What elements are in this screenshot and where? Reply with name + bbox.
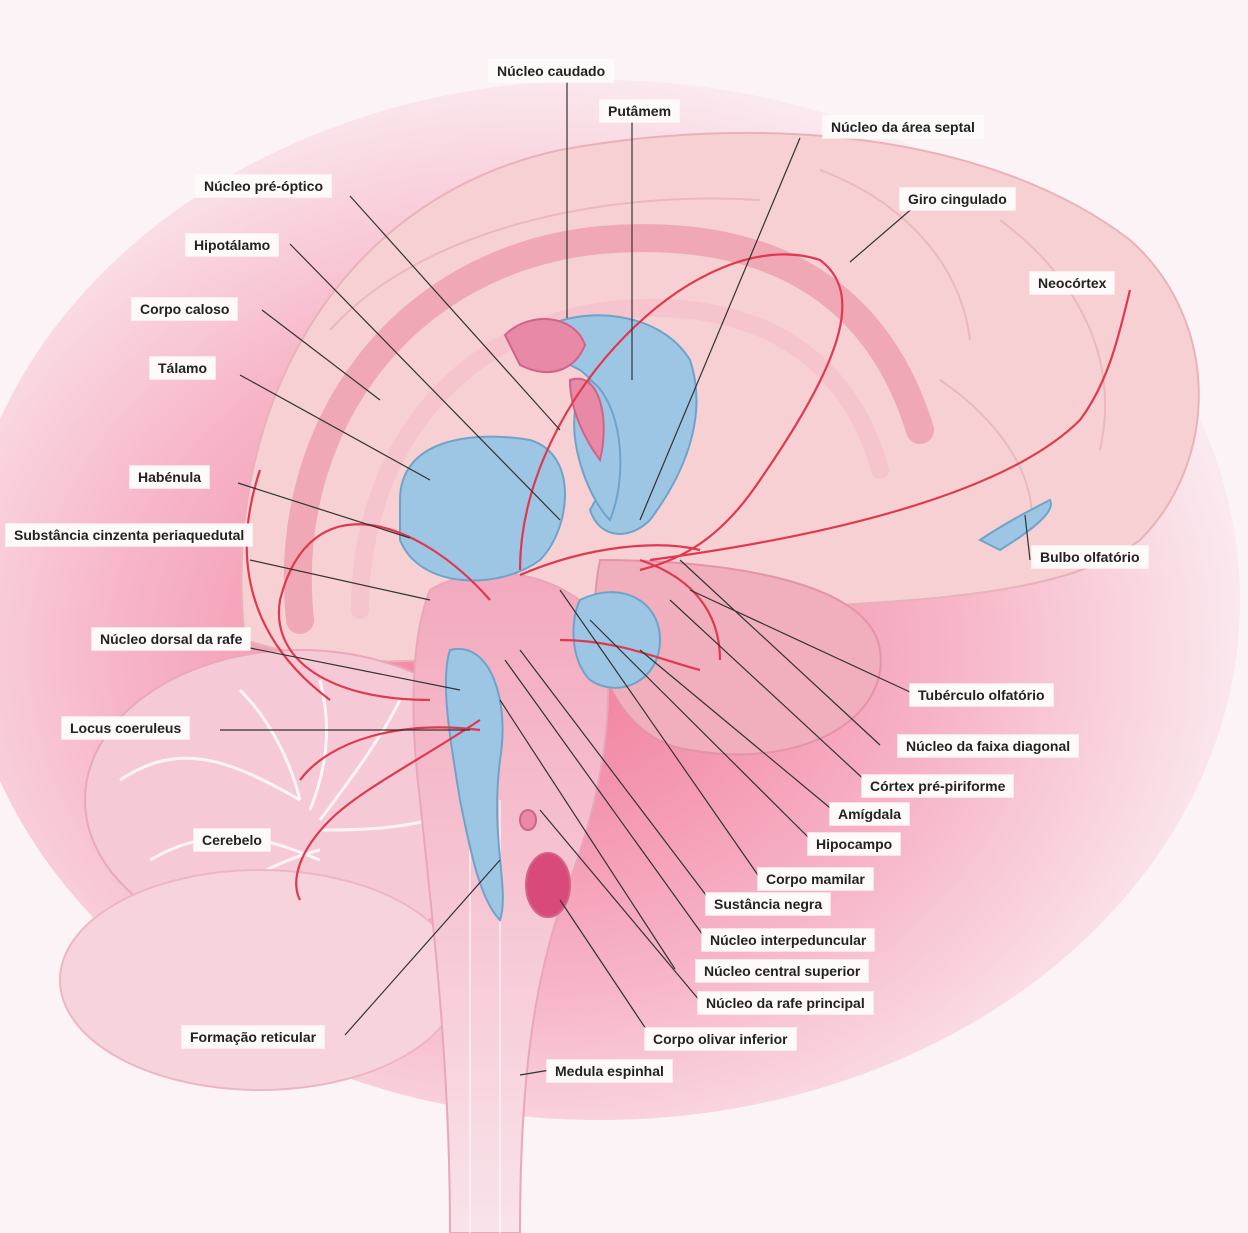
label-giro-cingulado: Giro cingulado [900,188,1015,210]
label-substancia-cinzenta: Substância cinzenta periaquedutal [6,524,252,546]
label-nucleo-area-septal: Núcleo da área septal [823,116,983,138]
label-nucleo-caudado: Núcleo caudado [489,60,613,82]
label-hipotalamo: Hipotálamo [186,234,278,256]
nucleo-rafe-shape [520,810,536,830]
label-putamem: Putâmem [600,100,679,122]
label-neocortex: Neocórtex [1030,272,1114,294]
label-locus-coeruleus: Locus coeruleus [62,717,189,739]
label-corpo-caloso: Corpo caloso [132,298,237,320]
label-nucleo-faixa-diagonal: Núcleo da faixa diagonal [898,735,1078,757]
label-nucleo-dorsal-rafe: Núcleo dorsal da rafe [92,628,250,650]
label-sustancia-negra: Sustância negra [706,893,830,915]
lower-cerebellum [60,870,460,1090]
label-amigdala: Amígdala [830,803,909,825]
corpo-olivar-shape [526,853,570,917]
label-corpo-olivar-inferior: Corpo olivar inferior [645,1028,796,1050]
label-bulbo-olfatorio: Bulbo olfatório [1032,546,1148,568]
label-talamo: Tálamo [150,357,215,379]
label-tuberculo-olfatorio: Tubérculo olfatório [910,684,1053,706]
label-corpo-mamilar: Corpo mamilar [758,868,873,890]
label-formacao-reticular: Formação reticular [182,1026,324,1048]
label-cortex-pre-piriforme: Córtex pré-piriforme [862,775,1013,797]
label-cerebelo: Cerebelo [194,829,270,851]
amygdala-shape [573,592,660,688]
label-nucleo-rafe-principal: Núcleo da rafe principal [698,992,873,1014]
label-habenula: Habénula [130,466,209,488]
label-hipocampo: Hipocampo [808,833,900,855]
talamo-shape [400,437,565,581]
label-medula-espinhal: Medula espinhal [547,1060,672,1082]
label-nucleo-central-superior: Núcleo central superior [696,960,868,982]
label-nucleo-pre-optico: Núcleo pré-óptico [196,175,331,197]
label-nucleo-interpeduncular: Núcleo interpeduncular [702,929,874,951]
